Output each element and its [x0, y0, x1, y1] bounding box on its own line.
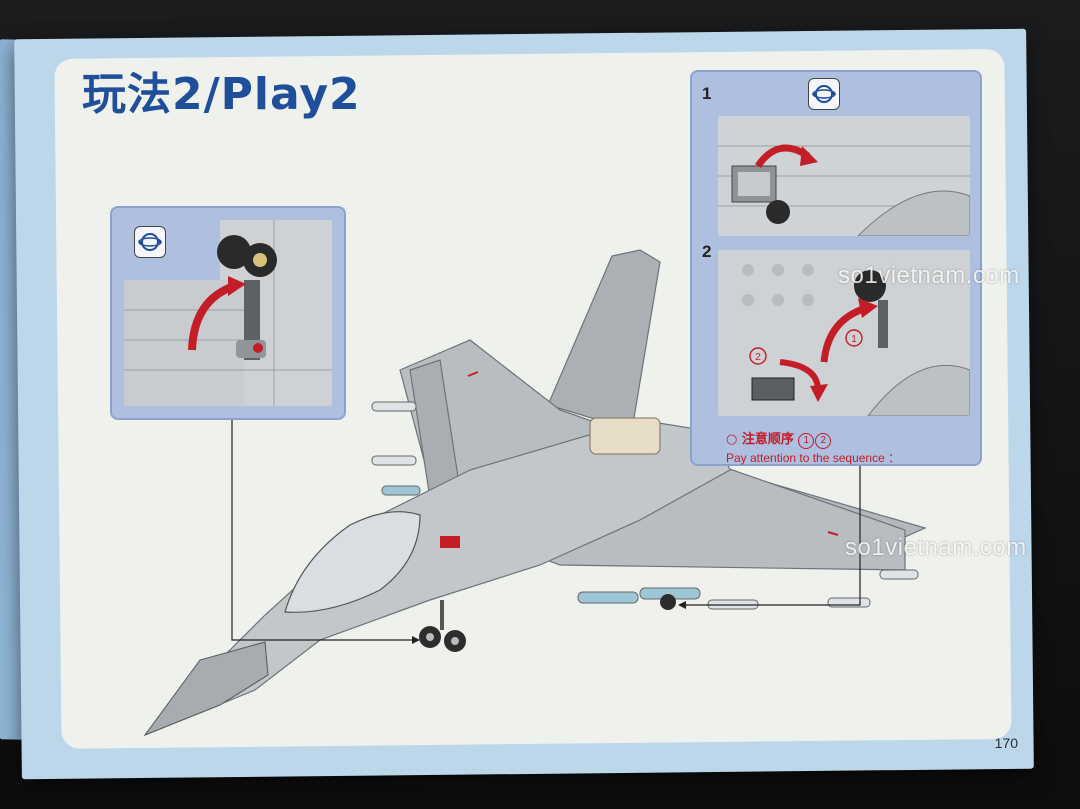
rear-landing-gear: [660, 594, 676, 610]
page-title: 玩法2/Play2: [82, 69, 361, 120]
step-marker-2: 2: [755, 352, 761, 363]
notice-english: Pay attention to the sequence ：: [726, 451, 901, 465]
page-number: 170: [994, 735, 1018, 751]
canopy: [284, 511, 421, 613]
front-landing-gear: [419, 600, 466, 652]
nose-cone: [143, 641, 269, 737]
notice-marker-2: 2: [815, 433, 832, 449]
notice-bullet: ○: [726, 432, 742, 447]
watermark-middle: so1vietnam.com: [845, 534, 1027, 561]
callout-landing-gear: [110, 206, 346, 420]
step-2-image: 1 2: [718, 250, 970, 416]
step-marker-1: 1: [851, 334, 857, 345]
step-2-label: 2: [702, 242, 712, 261]
notice-marker-1: 1: [798, 433, 815, 449]
rotate-view-icon: [808, 78, 840, 110]
step-1-label: 1: [702, 84, 712, 103]
vertical-stabilizer: [547, 249, 661, 431]
landing-gear-detail: [124, 220, 332, 406]
notice-chinese: 注意顺序: [741, 432, 794, 447]
callout-bomb-bay-steps: 1: [690, 70, 982, 466]
leader-lines: [231, 418, 861, 641]
rotate-view-icon: [134, 226, 166, 258]
step-1-image: [718, 116, 970, 236]
watermark-top: so1vietnam.com: [838, 262, 1020, 289]
